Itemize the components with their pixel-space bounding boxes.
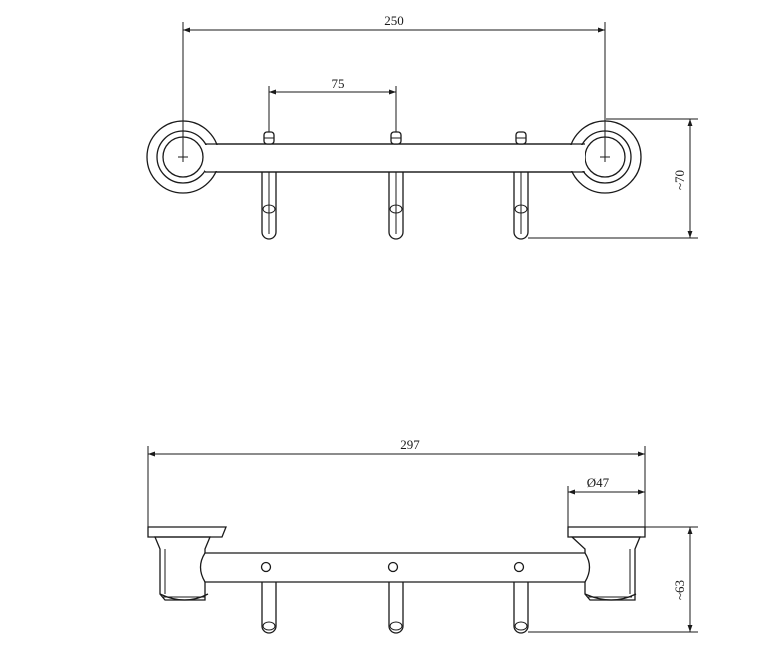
side-hook-2 xyxy=(387,561,404,634)
dimension-hook-spacing: 75 xyxy=(268,76,397,132)
dim-overall-label: 297 xyxy=(400,437,420,452)
top-view: 250 75 ~70 xyxy=(146,13,698,240)
dimension-depth: ~70 xyxy=(528,118,698,239)
dimension-height: ~63 xyxy=(528,526,698,633)
dim-diameter-label: Ø47 xyxy=(587,475,610,490)
side-left-mount xyxy=(147,526,227,601)
side-hook-1 xyxy=(260,561,277,634)
dim-hook-spacing-label: 75 xyxy=(332,76,345,91)
dim-depth-label: ~70 xyxy=(672,170,687,190)
dim-width-label: 250 xyxy=(384,13,404,28)
side-hook-3 xyxy=(513,561,529,634)
side-view: 297 Ø47 ~63 xyxy=(147,437,698,634)
top-hook-1 xyxy=(261,131,277,240)
dimension-diameter: Ø47 xyxy=(567,475,645,527)
top-hook-3 xyxy=(513,131,529,240)
dimension-width: 250 xyxy=(182,13,606,157)
dim-height-label: ~63 xyxy=(672,580,687,600)
dimension-overall: 297 xyxy=(147,437,646,527)
